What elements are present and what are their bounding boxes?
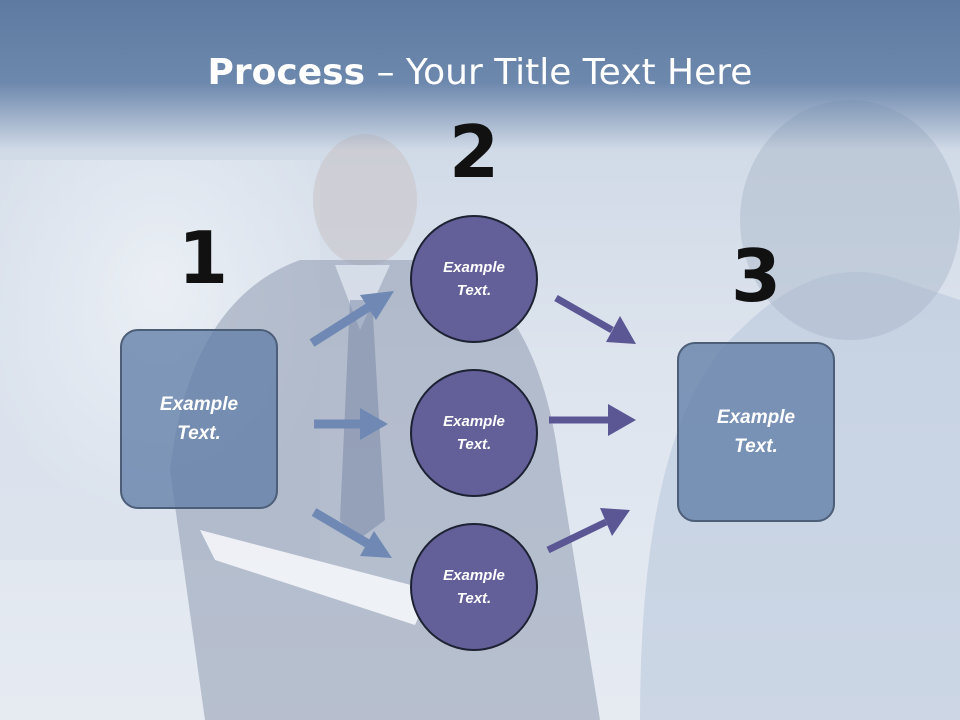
title-band: [0, 0, 960, 150]
title-rest: – Your Title Text Here: [365, 52, 753, 93]
arrow-right-middle: [549, 404, 636, 436]
arrow-right-top: [554, 294, 636, 344]
step-2-circle-bottom: Example Text.: [410, 523, 538, 651]
arrow-left-bottom: [311, 508, 392, 558]
step-number-3: 3: [731, 234, 782, 318]
title-bold: Process: [207, 52, 366, 93]
arrow-right-bottom: [546, 508, 630, 554]
step-number-1: 1: [178, 216, 229, 300]
step-2-circle-top: Example Text.: [410, 215, 538, 343]
arrow-left-middle: [314, 408, 388, 440]
step-2-circle-middle: Example Text.: [410, 369, 538, 497]
step-1-box: Example Text.: [120, 329, 278, 509]
slide-title: Process – Your Title Text Here: [0, 52, 960, 93]
arrow-left-top: [309, 291, 394, 347]
step-3-box: Example Text.: [677, 342, 835, 522]
step-number-2: 2: [449, 110, 500, 194]
